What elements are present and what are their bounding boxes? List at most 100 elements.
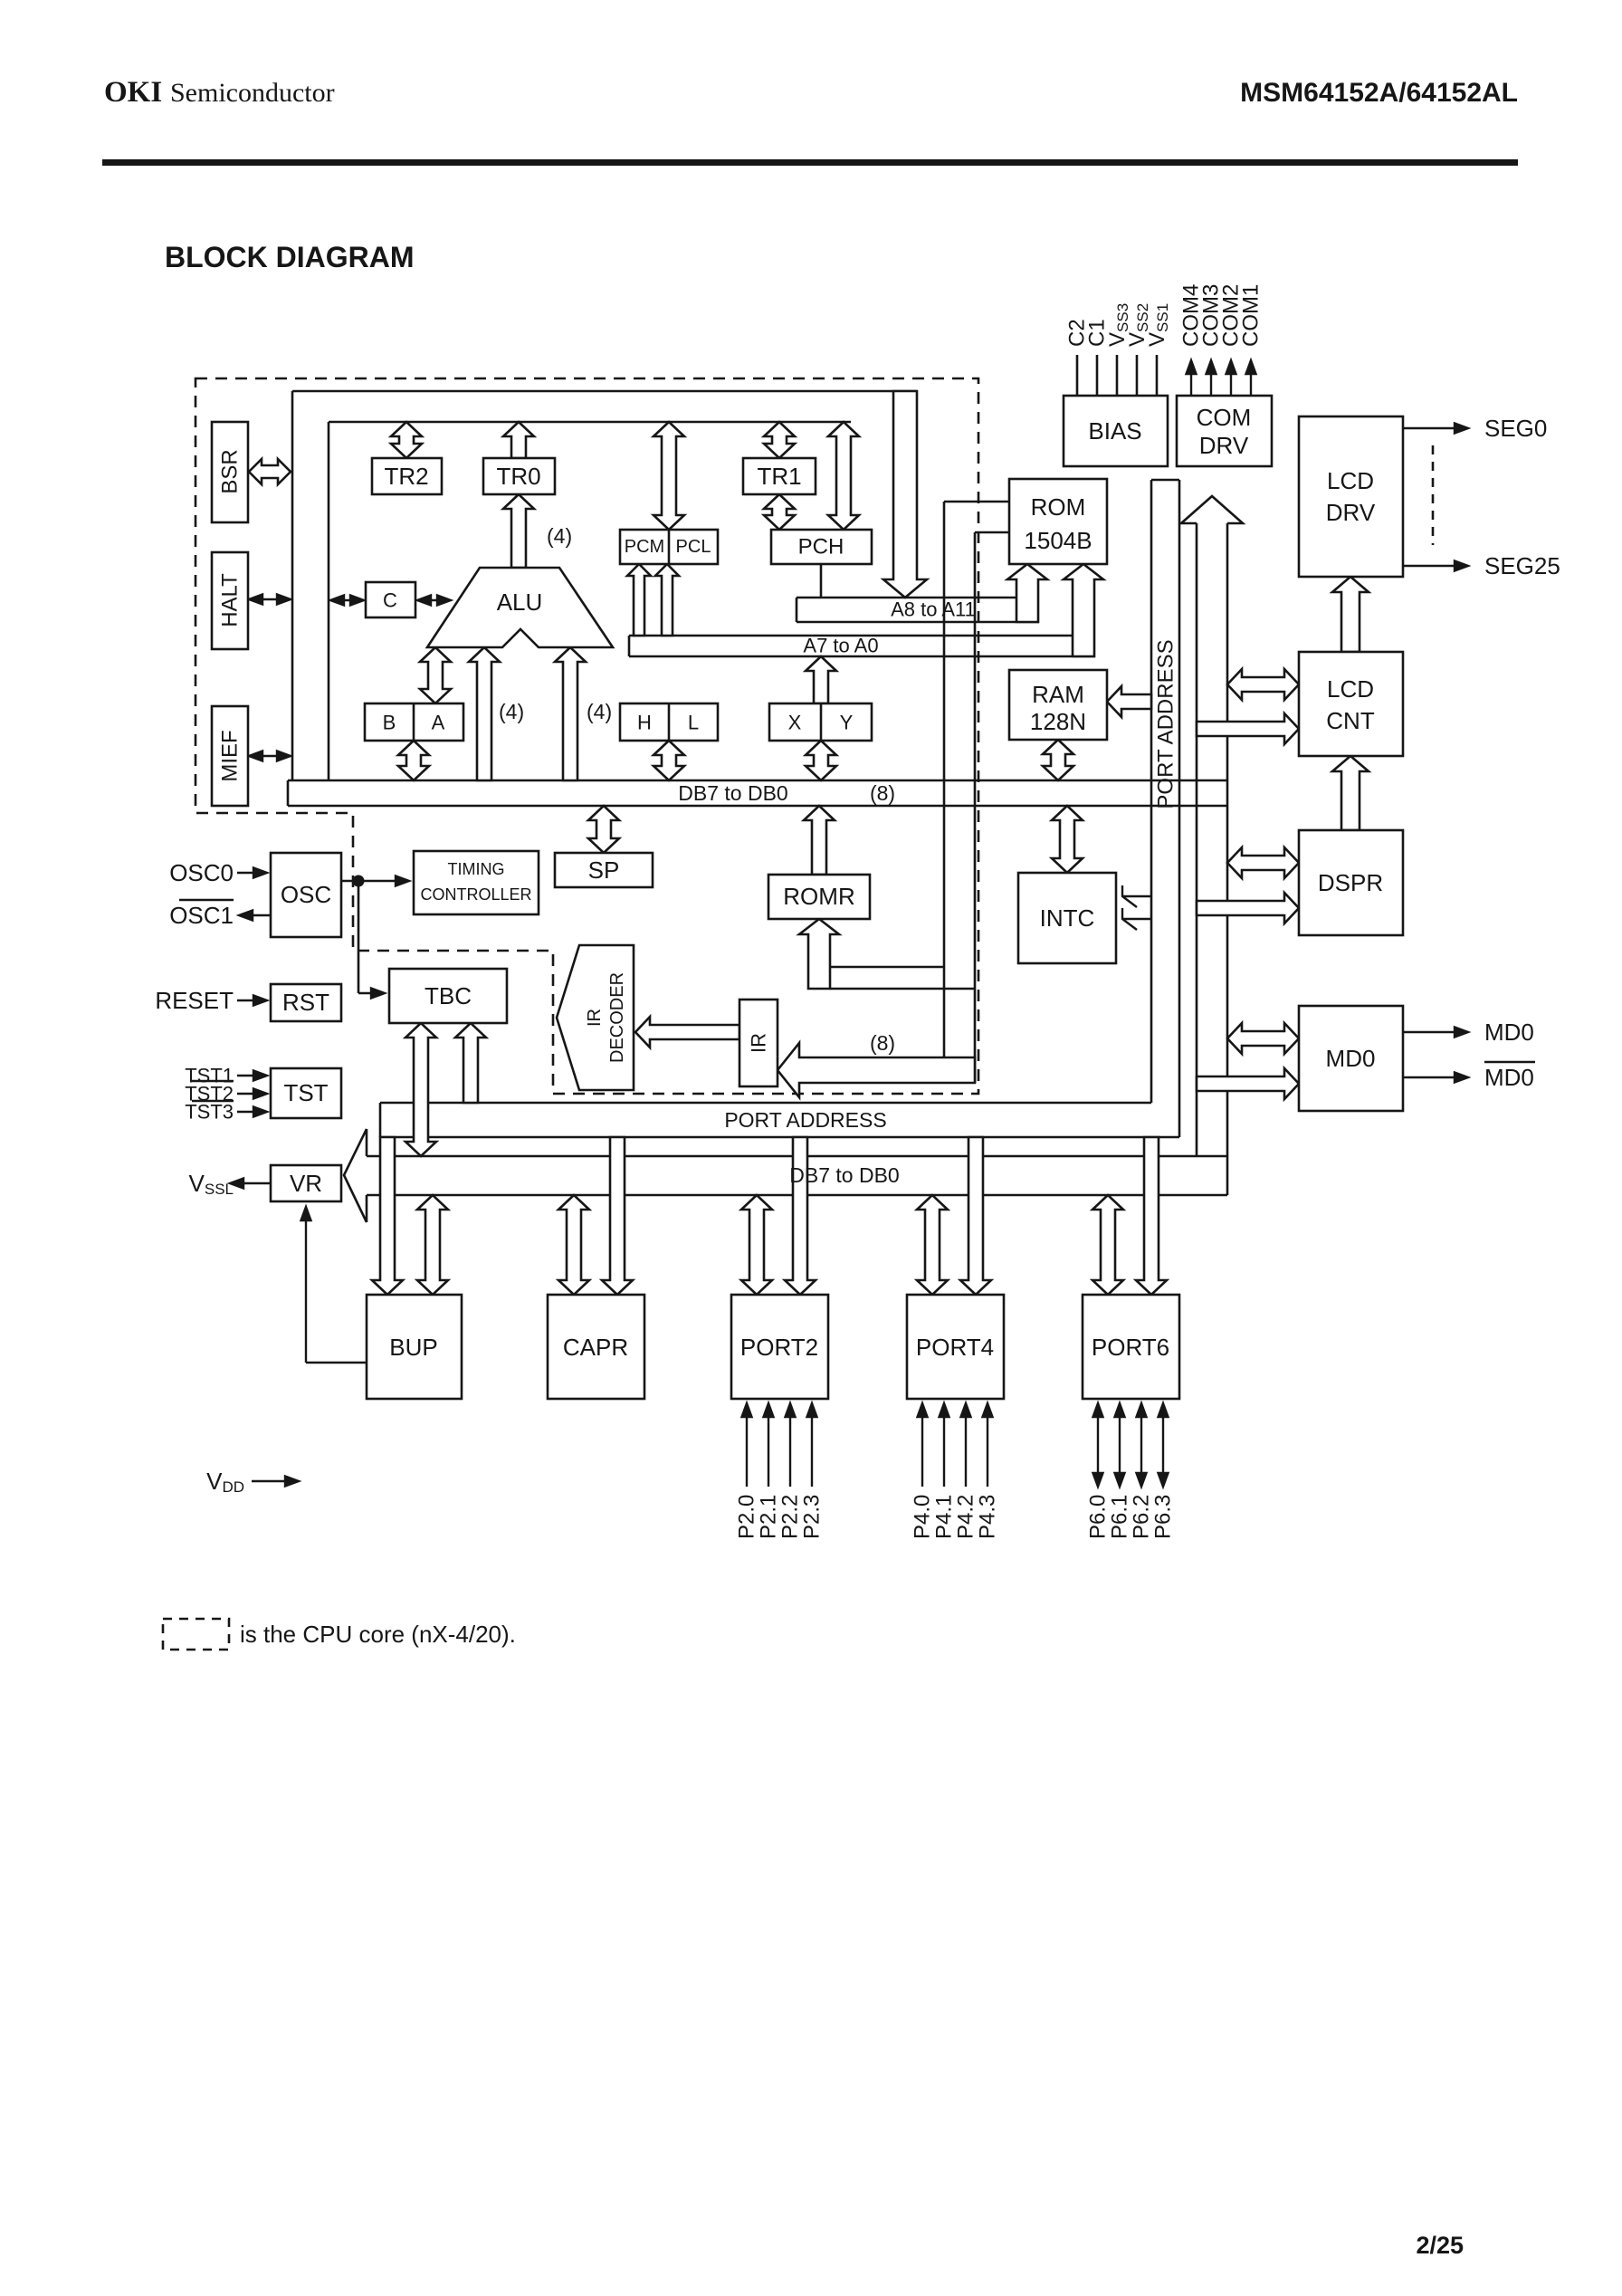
ram-box — [1007, 668, 1109, 741]
arrow-a8-rom — [1004, 562, 1051, 624]
timing-label-2: CONTROLLER — [420, 885, 531, 904]
pin-com4: COM4 — [1179, 284, 1204, 347]
arrow-pa-intc-1 — [1121, 885, 1151, 908]
sp-label: SP — [588, 856, 620, 884]
pin-osc1: OSC1 — [169, 902, 234, 929]
pin-p41: P4.1 — [932, 1495, 957, 1539]
misc-wires — [306, 881, 367, 1364]
arrow-tr2-bus — [387, 420, 425, 460]
osc-label: OSC — [281, 881, 331, 908]
pin-p63: P6.3 — [1151, 1495, 1176, 1539]
arrow-mief-bus — [245, 749, 294, 763]
carry-box — [364, 580, 417, 619]
bias-box — [1062, 394, 1169, 468]
arrow-tr1-pch — [760, 493, 798, 531]
header: OKI Semiconductor MSM64152A/64152AL BLOC… — [102, 76, 1518, 2259]
ir-width: (8) — [870, 1031, 895, 1055]
arrow-bus-c — [327, 593, 367, 607]
arrow-pa-bup — [368, 1135, 406, 1296]
arrow-com2-out — [1224, 357, 1238, 396]
arrow-pa-port6 — [1132, 1135, 1170, 1296]
capr-box — [546, 1293, 646, 1401]
arrow-db-port6 — [1089, 1193, 1127, 1296]
db-upper-label: DB7 to DB0 — [678, 781, 787, 805]
arrow-pc-bus — [650, 420, 688, 531]
pin-vss3-main: V — [1105, 332, 1130, 347]
legend-dashed-box — [161, 1617, 231, 1651]
arrow-osc-tbc — [358, 986, 388, 1000]
bup-box — [365, 1293, 463, 1401]
timing-box — [412, 849, 540, 916]
arrow-com3-out — [1204, 357, 1218, 396]
arrow-pa-port4 — [957, 1135, 995, 1296]
arrow-p40-in — [915, 1400, 930, 1487]
pin-vdd-sub: DD — [222, 1478, 244, 1496]
lcdcnt-label-1: LCD — [1327, 675, 1374, 703]
pin-tst2: TST2 — [185, 1083, 234, 1105]
cpu-core-boundary — [194, 377, 980, 1095]
comdrv-label-2: DRV — [1199, 432, 1249, 459]
rst-label: RST — [282, 989, 329, 1016]
pin-vss2-sub: SS2 — [1134, 303, 1151, 332]
pin-vss1: VSS1 — [1145, 303, 1171, 347]
tr0-box — [482, 456, 557, 496]
bsr-label: BSR — [218, 449, 243, 493]
arrow-c-alu — [414, 593, 454, 607]
bup-label: BUP — [389, 1334, 437, 1361]
arrow-ba-db — [395, 739, 433, 782]
osc-box — [269, 851, 343, 939]
carry-label: C — [383, 589, 397, 612]
arrow-ba-alu — [416, 646, 454, 705]
port6-box — [1081, 1293, 1181, 1401]
arrow-vssl-out — [226, 1176, 271, 1191]
db-upper-band — [286, 779, 1227, 808]
arrow-p63-io — [1156, 1400, 1170, 1490]
arrow-xy-db — [802, 739, 840, 782]
arrow-osc-timing — [341, 874, 413, 888]
lcddrv-box — [1297, 415, 1405, 579]
comdrv-box — [1175, 394, 1274, 468]
pin-tst1: TST1 — [185, 1065, 234, 1087]
arrow-pa-ram — [1105, 683, 1153, 721]
ir-label: IR — [748, 1033, 770, 1053]
arrow-p62-io — [1134, 1400, 1149, 1490]
bias-pin-wires — [1075, 355, 1159, 396]
arrow-com1-out — [1244, 357, 1258, 396]
arrow-ram-db — [1039, 738, 1077, 782]
arrow-p42-in — [959, 1400, 973, 1487]
pin-c2: C2 — [1065, 319, 1090, 347]
comdrv-label-1: COM — [1197, 404, 1252, 431]
mief-box — [210, 704, 250, 808]
arrow-p41-in — [937, 1400, 951, 1487]
pin-vss2: VSS2 — [1125, 303, 1151, 347]
arrow-md0-out — [1403, 1025, 1472, 1039]
width4-tr0: (4) — [547, 524, 572, 548]
tr1-box — [741, 456, 817, 496]
lcddrv-label-2: DRV — [1326, 499, 1376, 526]
arrow-tbc-db — [402, 1021, 440, 1158]
pin-osc0: OSC0 — [169, 859, 234, 886]
arrow-db-port4 — [913, 1193, 951, 1296]
pin-md0-out-bar: MD0 — [1484, 1064, 1534, 1091]
rom-label-1: ROM — [1031, 493, 1086, 521]
vr-label: VR — [290, 1170, 322, 1197]
alu-label: ALU — [497, 588, 543, 616]
b-label: B — [383, 712, 396, 734]
db-upper-width: (8) — [870, 781, 895, 805]
pin-vss1-sub: SS1 — [1154, 303, 1171, 332]
romr-label: ROMR — [783, 883, 854, 910]
arrow-p20-in — [739, 1400, 754, 1487]
port4-label: PORT4 — [916, 1334, 994, 1361]
rom-label-2: 1504B — [1024, 527, 1092, 554]
pch-box — [769, 528, 873, 566]
pin-com3: COM3 — [1199, 284, 1224, 347]
arrow-db-capr — [555, 1193, 593, 1296]
arrow-reset-in — [237, 993, 271, 1008]
arrow-bus-dspr-data — [1226, 844, 1301, 882]
tr1-label: TR1 — [757, 463, 801, 490]
page-number: 2/25 — [1416, 2232, 1464, 2259]
y-label: Y — [840, 712, 854, 734]
port-address-bar-label: PORT ADDRESS — [1154, 639, 1178, 808]
port-address-label: PORT ADDRESS — [724, 1108, 886, 1132]
port2-label: PORT2 — [740, 1334, 818, 1361]
